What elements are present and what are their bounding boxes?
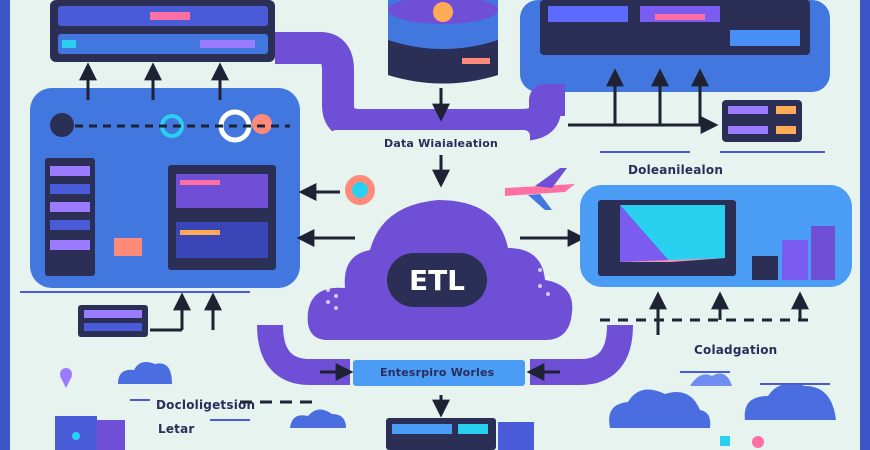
right-chart-panel [580, 185, 852, 287]
top-flow-label: Data Wiaialeation [384, 137, 499, 150]
decorative-clouds [118, 362, 836, 428]
right-footer-label: Coladgation [694, 343, 778, 357]
top-right-server-panel [520, 0, 830, 92]
bottom-left-label-1: Docloligetsion [156, 398, 256, 412]
etl-hub-badge: ETL [387, 253, 487, 307]
top-left-server-rack-icon [50, 0, 275, 62]
left-mini-card [78, 305, 148, 337]
top-right-arrows [568, 68, 719, 134]
left-server-panel [30, 88, 300, 288]
bottom-pipe-arrows [240, 363, 560, 418]
data-flow-pipe-top [275, 32, 565, 156]
right-lower-arrows [600, 291, 810, 335]
right-header-label: Doleanilealon [628, 163, 724, 177]
bottom-flow-label: Entesrpiro Worles [380, 366, 495, 379]
airplane-icon [505, 168, 575, 210]
top-left-arrows [79, 62, 229, 100]
left-lower-arrows [150, 292, 222, 332]
database-icon [388, 0, 498, 84]
cloud-side-arrows [296, 183, 586, 247]
pie-chart-icon [620, 205, 725, 262]
location-pin-icon [60, 368, 72, 388]
server-tower-icon [55, 416, 125, 450]
bottom-right-sparks [720, 436, 764, 448]
left-frame-bar [0, 0, 10, 450]
bottom-server-rack-icon [386, 418, 534, 450]
gear-icon [345, 175, 375, 205]
data-flow-pipe-bottom [257, 324, 633, 386]
decorative-dashes [20, 151, 830, 421]
bar-chart-icon [752, 226, 835, 280]
right-frame-bar [860, 0, 870, 450]
top-right-mini-card [722, 100, 802, 142]
bottom-left-label-2: Letar [158, 422, 195, 436]
